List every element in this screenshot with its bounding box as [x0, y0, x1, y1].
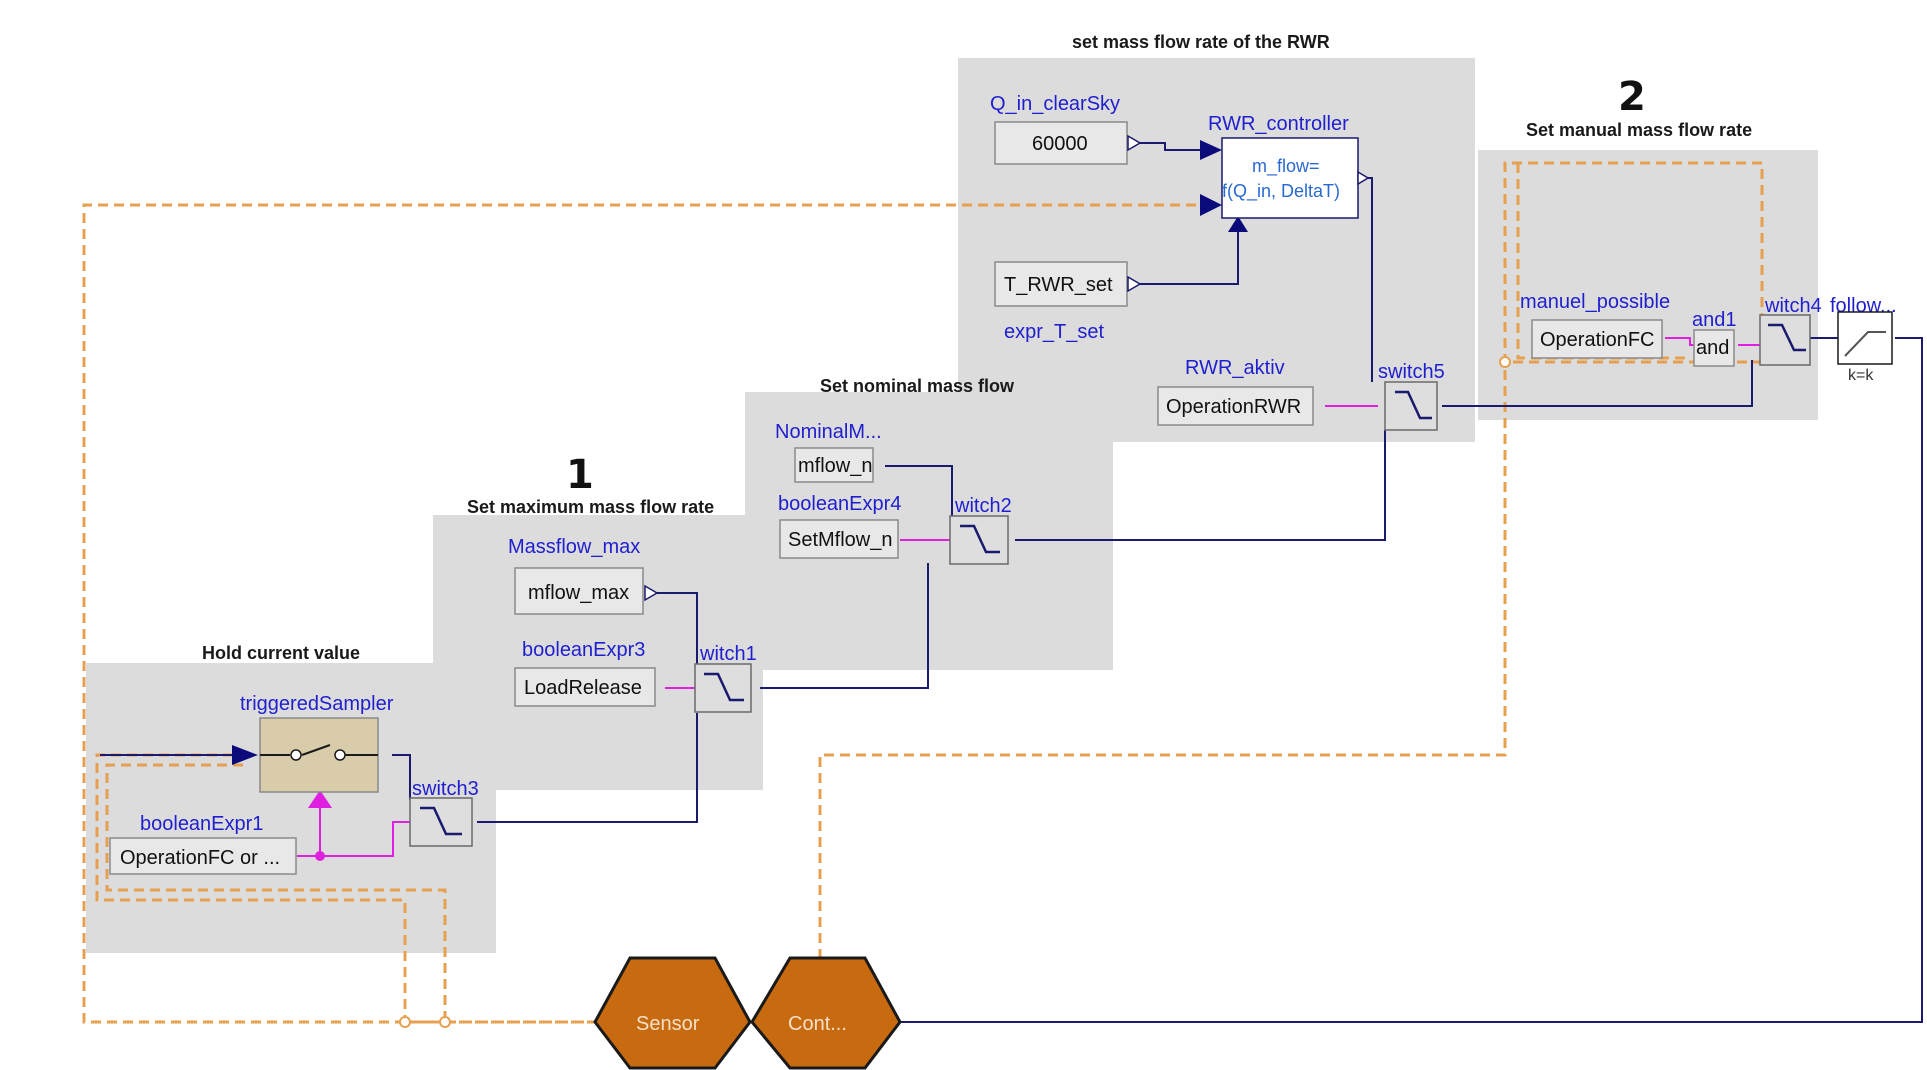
trigger-arrow [308, 790, 332, 808]
switch1-block[interactable] [694, 663, 752, 713]
sensor-hexagon[interactable] [593, 956, 752, 1070]
switch2-label: witch2 [954, 495, 1012, 517]
massflow-block[interactable] [514, 567, 644, 615]
group-hold-title: Hold current value [202, 643, 360, 663]
switch2-block[interactable] [949, 515, 1009, 565]
wire-mflown-switch2 [885, 465, 953, 518]
massflow-port [644, 584, 659, 602]
bus-connector-top [82, 203, 1196, 1024]
switch4-label: witch4 [1764, 295, 1822, 317]
marker-1: 1 [566, 452, 594, 498]
group-max-title: Set maximum mass flow rate [467, 497, 714, 517]
massflow-label: Massflow_max [508, 536, 640, 558]
bool4-label: booleanExpr4 [778, 493, 901, 515]
nominal-value: mflow_n [798, 455, 872, 477]
rwr-aktiv-value: OperationRWR [1166, 396, 1301, 418]
switch4-glyph [1768, 323, 1806, 352]
switch3-glyph [420, 806, 462, 836]
q-in-block[interactable] [994, 121, 1128, 165]
controller-in3 [1228, 216, 1248, 232]
controller-in2 [1200, 194, 1222, 216]
switch4-block[interactable] [1759, 314, 1811, 366]
sensor-label: Sensor [636, 1013, 700, 1035]
group-nominal-title: Set nominal mass flow [820, 376, 1015, 396]
wire-follow-feedback [900, 337, 1923, 1023]
q-in-port [1127, 134, 1142, 152]
switch2-glyph [960, 524, 1000, 554]
bool-wire-bool1 [297, 821, 415, 857]
t-rwr-label: expr_T_set [1004, 321, 1104, 343]
wire-switch5-out [1442, 360, 1753, 407]
t-rwr-port [1127, 275, 1142, 293]
sampler-node-a [290, 749, 302, 761]
bool3-label: booleanExpr3 [522, 639, 645, 661]
massflow-value: mflow_max [528, 582, 629, 604]
sampler-node-b [334, 749, 346, 761]
manuel-value: OperationFC [1540, 329, 1655, 351]
t-rwr-value: T_RWR_set [1004, 274, 1113, 296]
and1-block[interactable] [1693, 329, 1735, 367]
follow-glyph [1844, 331, 1886, 357]
bool4-block[interactable] [779, 519, 899, 559]
rwr-controller-label: RWR_controller [1208, 113, 1349, 135]
switch1-label: witch1 [699, 643, 757, 665]
wire-sampler-switch3 [392, 754, 411, 800]
switch5-block[interactable] [1384, 381, 1438, 431]
bus-connector-hold [95, 753, 407, 1022]
rwr-controller-block[interactable] [1221, 137, 1359, 219]
group-rwr-title: set mass flow rate of the RWR [1072, 32, 1330, 52]
nominal-label: NominalM... [775, 421, 882, 443]
q-in-value: 60000 [1032, 133, 1088, 155]
wire-qin-controller [1140, 142, 1200, 151]
bool1-label: booleanExpr1 [140, 813, 263, 835]
rwr-controller-line1: m_flow= [1252, 156, 1320, 177]
sampler-label: triggeredSampler [240, 693, 394, 715]
bool3-block[interactable] [514, 667, 656, 707]
bus-connector-hold-inner [105, 763, 447, 1022]
wire-switch2-switch5 [1015, 430, 1386, 541]
marker-2: 2 [1618, 74, 1646, 120]
switch1-glyph [704, 672, 744, 702]
q-in-label: Q_in_clearSky [990, 93, 1120, 115]
rwr-aktiv-label: RWR_aktiv [1185, 357, 1285, 379]
manuel-label: manuel_possible [1520, 291, 1670, 313]
group-manual [1478, 150, 1818, 420]
rwr-controller-line2: f(Q_in, DeltaT) [1222, 181, 1340, 202]
cont-label: Cont... [788, 1013, 847, 1035]
wire-trwr-controller [1140, 232, 1239, 285]
manuel-block[interactable] [1531, 319, 1663, 359]
cont-hexagon[interactable] [750, 956, 902, 1070]
bool1-value: OperationFC or ... [120, 847, 280, 869]
wire-switch3-switch1 [477, 713, 698, 823]
bool4-value: SetMflow_n [788, 529, 893, 551]
t-rwr-block[interactable] [994, 261, 1128, 307]
bus-node-3 [1499, 356, 1511, 368]
nominal-block[interactable] [794, 447, 874, 483]
wire-switch1-switch2 [760, 563, 929, 689]
bool-junction [315, 851, 325, 861]
sampler-in-arrow [232, 745, 258, 765]
follow-value: k=k [1848, 367, 1874, 384]
wire-mflowmax-switch1 [655, 592, 698, 665]
controller-in1 [1200, 140, 1222, 160]
and1-label: and1 [1692, 309, 1737, 331]
bool1-block[interactable] [109, 837, 297, 875]
bool3-value: LoadRelease [524, 677, 642, 699]
switch5-glyph [1395, 390, 1432, 420]
bus-node-1 [399, 1016, 411, 1028]
rwr-aktiv-block[interactable] [1157, 386, 1314, 426]
and1-value: and [1696, 337, 1729, 359]
switch3-label: switch3 [412, 778, 479, 800]
bus-node-2 [439, 1016, 451, 1028]
controller-out-port [1357, 170, 1370, 186]
group-manual-title: Set manual mass flow rate [1526, 120, 1752, 140]
switch5-label: switch5 [1378, 361, 1445, 383]
